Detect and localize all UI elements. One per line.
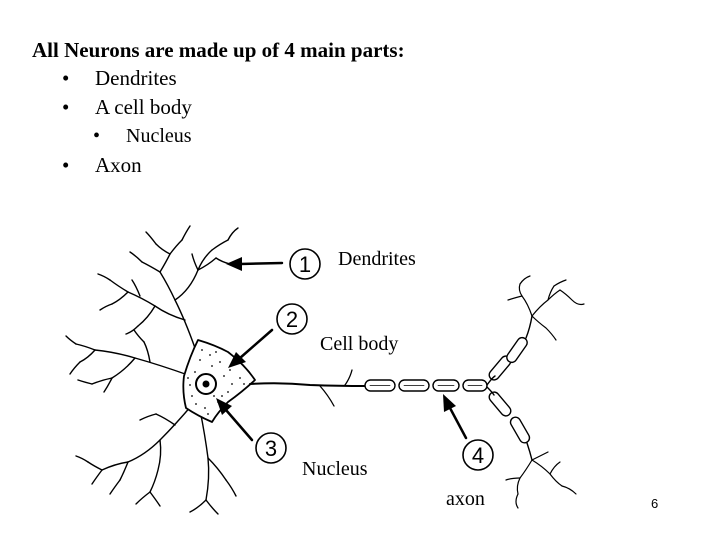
bullet-cell-body: A cell body xyxy=(62,93,192,122)
page-number: 6 xyxy=(651,496,659,511)
bullet-nucleus: Nucleus xyxy=(62,122,192,151)
axon-collateral xyxy=(319,385,335,407)
axon-branch-lower xyxy=(486,386,533,461)
upper-dendrites xyxy=(97,225,239,349)
bullet-axon: Axon xyxy=(62,151,192,180)
marker-2-text: 2 xyxy=(286,307,298,332)
lower-dendrites xyxy=(75,404,237,515)
marker-3 xyxy=(255,432,287,464)
marker-4 xyxy=(462,439,494,471)
marker-2 xyxy=(276,303,308,335)
marker-1-text: 1 xyxy=(299,252,311,277)
marker-numbers: 1 2 3 4 xyxy=(265,252,484,468)
axon-line xyxy=(249,382,366,387)
arrow-2 xyxy=(238,328,274,360)
arrow-1 xyxy=(238,261,284,266)
number-markers xyxy=(255,248,494,471)
arrow-3 xyxy=(224,408,254,442)
left-dendrites xyxy=(65,329,189,393)
cell-body xyxy=(182,339,256,423)
axon-branch-upper xyxy=(486,315,533,386)
nucleolus xyxy=(202,380,210,388)
bullet-list: Dendrites A cell body Nucleus Axon xyxy=(62,64,192,180)
bullet-dendrites: Dendrites xyxy=(62,64,192,93)
axon-terminals-upper xyxy=(507,275,585,341)
arrow-4 xyxy=(448,406,468,440)
axon-collateral-2 xyxy=(344,369,353,386)
pointer-arrows xyxy=(216,257,468,442)
neuron-drawing xyxy=(65,225,585,515)
marker-1 xyxy=(289,248,321,280)
label-dendrites: Dendrites xyxy=(338,248,416,270)
label-nucleus: Nucleus xyxy=(302,458,368,480)
marker-3-text: 3 xyxy=(265,436,277,461)
axon-terminals-lower xyxy=(505,451,577,509)
myelin-sheath xyxy=(364,379,488,392)
marker-4-text: 4 xyxy=(472,443,484,468)
label-cell-body: Cell body xyxy=(320,333,399,355)
slide-title: All Neurons are made up of 4 main parts: xyxy=(32,38,405,62)
label-axon: axon xyxy=(446,488,485,510)
